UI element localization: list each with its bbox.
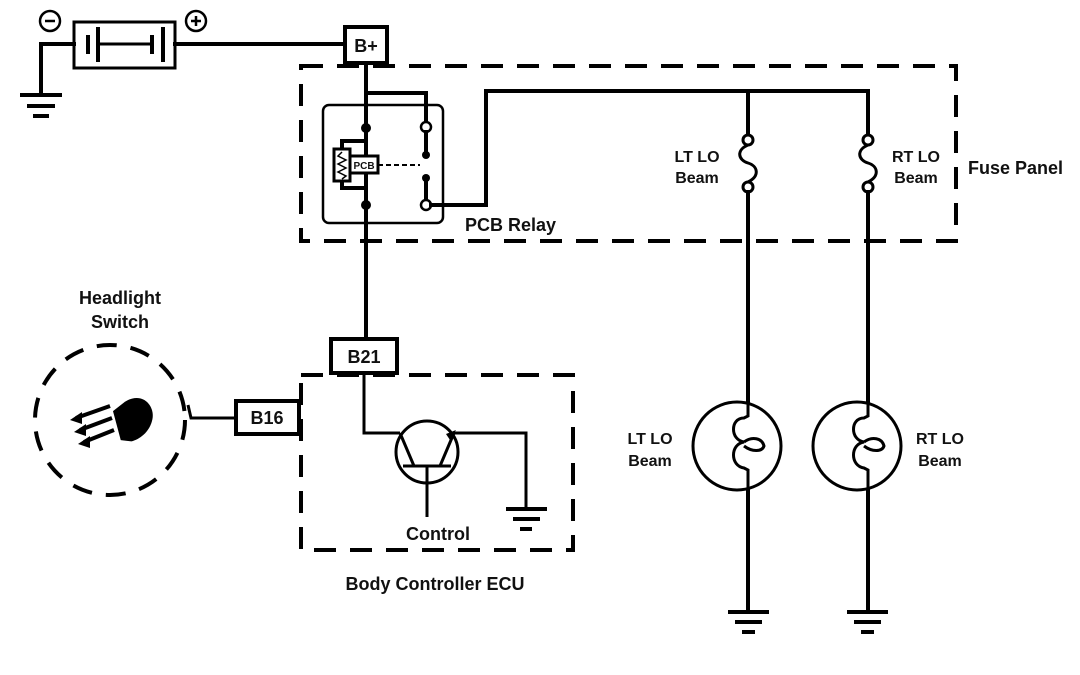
- headlight-switch-label-line1: Headlight: [79, 288, 161, 308]
- fuse-panel-label: Fuse Panel: [968, 158, 1063, 178]
- fuse-rt-lo-beam: [858, 133, 878, 194]
- lamp-lt-label-line2: Beam: [628, 453, 672, 470]
- fuse-lt-label-line1: LT LO: [674, 149, 719, 166]
- ground-ecu-icon: [506, 507, 547, 531]
- ecu-label: Body Controller ECU: [345, 574, 524, 594]
- fuse-panel-boundary: [299, 64, 958, 243]
- headlight-switch-label-line2: Switch: [91, 312, 149, 332]
- fuse-lt-label-line2: Beam: [675, 170, 719, 187]
- wire-switch-to-b16: [186, 404, 236, 420]
- pcb-relay: PCB: [321, 61, 870, 374]
- lamp-rt-label-line1: RT LO: [916, 431, 964, 448]
- lamp-rt-lo-beam-icon: [811, 400, 903, 492]
- battery-ground: [20, 42, 76, 118]
- relay-label: PCB Relay: [465, 215, 556, 235]
- connector-b-plus: B+: [343, 25, 389, 65]
- headlight-low-beam-icon: [70, 397, 153, 448]
- control-label: Control: [406, 524, 470, 544]
- ground-rt-icon: [847, 610, 888, 634]
- headlight-switch[interactable]: [33, 343, 187, 497]
- ecu-boundary: [299, 373, 575, 552]
- fuse-rt-label-line1: RT LO: [892, 149, 940, 166]
- fuse-lt-lo-beam: [738, 133, 758, 194]
- lamp-lt-lo-beam-icon: [691, 400, 783, 492]
- connector-b21-label: B21: [347, 347, 380, 367]
- battery-positive-terminal-icon: [184, 9, 208, 33]
- battery-negative-terminal-icon: [38, 9, 62, 33]
- fuse-rt-label-line2: Beam: [894, 170, 938, 187]
- lamp-rt-label-line2: Beam: [918, 453, 962, 470]
- lamp-lt-label-line1: LT LO: [627, 431, 672, 448]
- battery: [72, 20, 177, 70]
- connector-b21: B21: [329, 337, 399, 375]
- relay-chip-label: PCB: [353, 161, 374, 172]
- ground-lt-icon: [728, 610, 769, 634]
- connector-b16: B16: [234, 399, 301, 436]
- connector-b16-label: B16: [250, 408, 283, 428]
- connector-b-plus-label: B+: [354, 36, 378, 56]
- transistor-icon: [362, 373, 528, 517]
